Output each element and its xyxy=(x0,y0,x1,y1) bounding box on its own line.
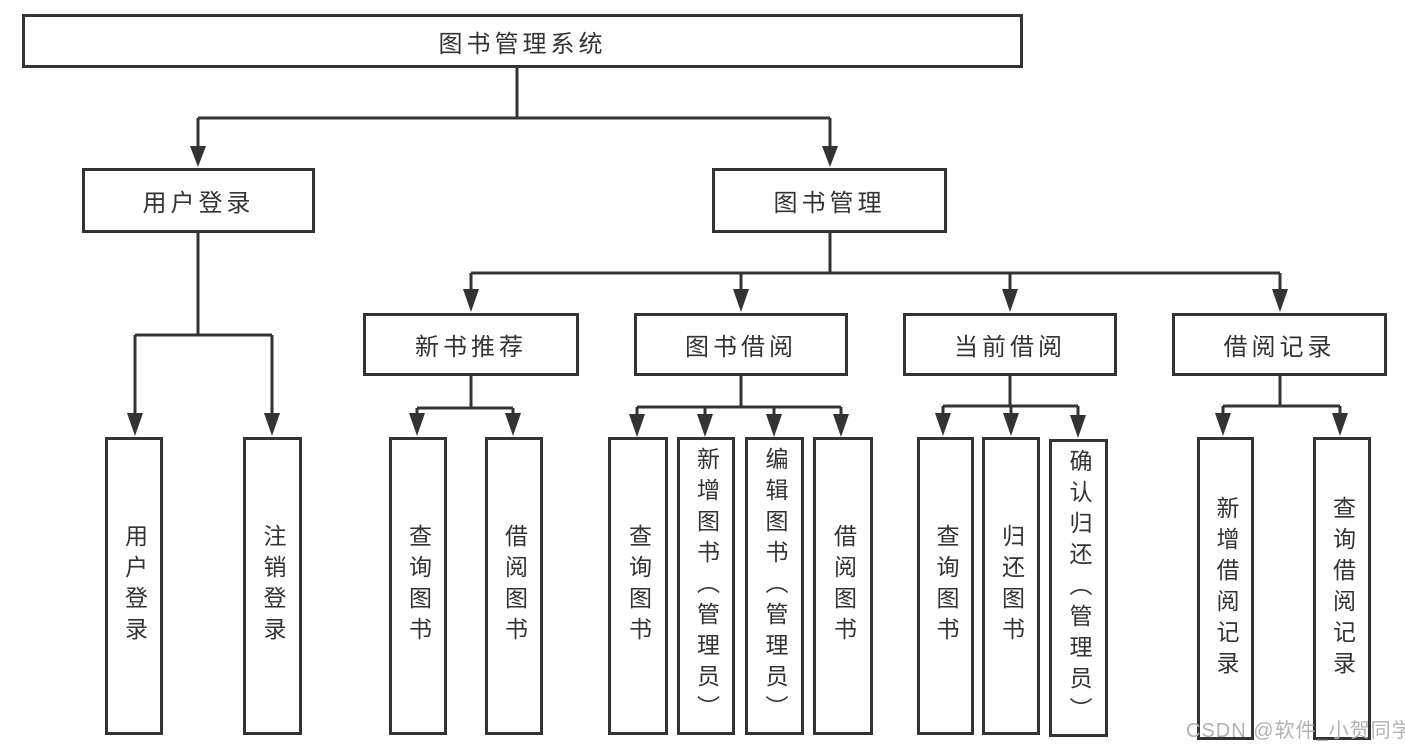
node-leaf-query-books-borrow: 查询图书 xyxy=(608,437,668,735)
node-label: 查询借阅记录 xyxy=(1329,495,1356,682)
node-book-management-module: 图书管理 xyxy=(712,168,947,233)
arrowheads-current-branch xyxy=(935,413,1086,438)
node-leaf-return-books: 归还图书 xyxy=(982,437,1040,735)
node-book-borrowing: 图书借阅 xyxy=(634,313,848,376)
arrowheads-records-branch xyxy=(1215,413,1348,436)
arrowheads-recommend-branch xyxy=(409,413,521,436)
node-leaf-confirm-return-admin: 确认归还（管理员） xyxy=(1049,439,1108,737)
node-leaf-edit-books-admin: 编辑图书（管理员） xyxy=(745,437,804,735)
node-leaf-borrow-books: 借阅图书 xyxy=(813,437,873,735)
node-label: 新增借阅记录 xyxy=(1213,495,1239,682)
node-label: 图书借阅 xyxy=(685,334,797,361)
node-current-borrowing: 当前借阅 xyxy=(903,313,1117,376)
node-label: 注销登录 xyxy=(260,524,286,648)
node-leaf-logout: 注销登录 xyxy=(243,437,302,735)
node-leaf-user-login: 用户登录 xyxy=(105,437,163,735)
node-label: 当前借阅 xyxy=(954,334,1066,361)
node-user-login-module: 用户登录 xyxy=(82,168,315,233)
node-label: 借阅图书 xyxy=(830,524,857,648)
node-label: 图书管理系统 xyxy=(438,30,607,58)
arrowheads-bookmgmt-branch xyxy=(463,289,1288,312)
node-label: 查询图书 xyxy=(933,524,959,648)
node-label: 查询图书 xyxy=(625,524,652,648)
connector-bookmgmt-branch xyxy=(469,233,1282,291)
connector-current-branch xyxy=(941,376,1080,417)
node-label: 借阅图书 xyxy=(501,524,528,648)
node-label: 图书管理 xyxy=(773,190,886,217)
node-label: 新增图书（管理员） xyxy=(693,446,720,726)
node-borrowing-records: 借阅记录 xyxy=(1172,313,1387,376)
connector-root-branch xyxy=(196,68,832,148)
node-leaf-borrow-books-recommend: 借阅图书 xyxy=(485,437,543,735)
node-new-book-recommendation: 新书推荐 xyxy=(363,313,579,376)
connector-borrow-branch xyxy=(635,376,843,415)
node-library-management-system: 图书管理系统 xyxy=(22,14,1023,68)
node-label: 用户登录 xyxy=(121,524,148,648)
node-label: 确认归还（管理员） xyxy=(1066,448,1092,728)
node-label: 查询图书 xyxy=(405,524,432,648)
node-leaf-add-borrow-record: 新增借阅记录 xyxy=(1197,437,1254,740)
connector-records-branch xyxy=(1221,376,1342,415)
connector-recommend-branch xyxy=(415,376,515,415)
arrowheads-root-branch xyxy=(190,146,838,167)
node-label: 归还图书 xyxy=(998,524,1025,648)
node-label: 新书推荐 xyxy=(415,334,527,361)
node-label: 用户登录 xyxy=(142,190,255,217)
node-leaf-query-books-recommend: 查询图书 xyxy=(389,437,447,735)
node-label: 借阅记录 xyxy=(1223,334,1336,361)
node-leaf-add-books-admin: 新增图书（管理员） xyxy=(677,437,735,735)
arrowheads-borrow-branch xyxy=(629,414,849,437)
connector-login-branch xyxy=(133,233,274,415)
node-leaf-query-books-current: 查询图书 xyxy=(917,437,974,735)
node-label: 编辑图书（管理员） xyxy=(762,446,788,726)
arrowheads-login-branch xyxy=(127,413,280,436)
node-leaf-query-borrow-record: 查询借阅记录 xyxy=(1313,437,1371,740)
csdn-watermark: CSDN @软件_小贺同学 xyxy=(1186,720,1405,742)
